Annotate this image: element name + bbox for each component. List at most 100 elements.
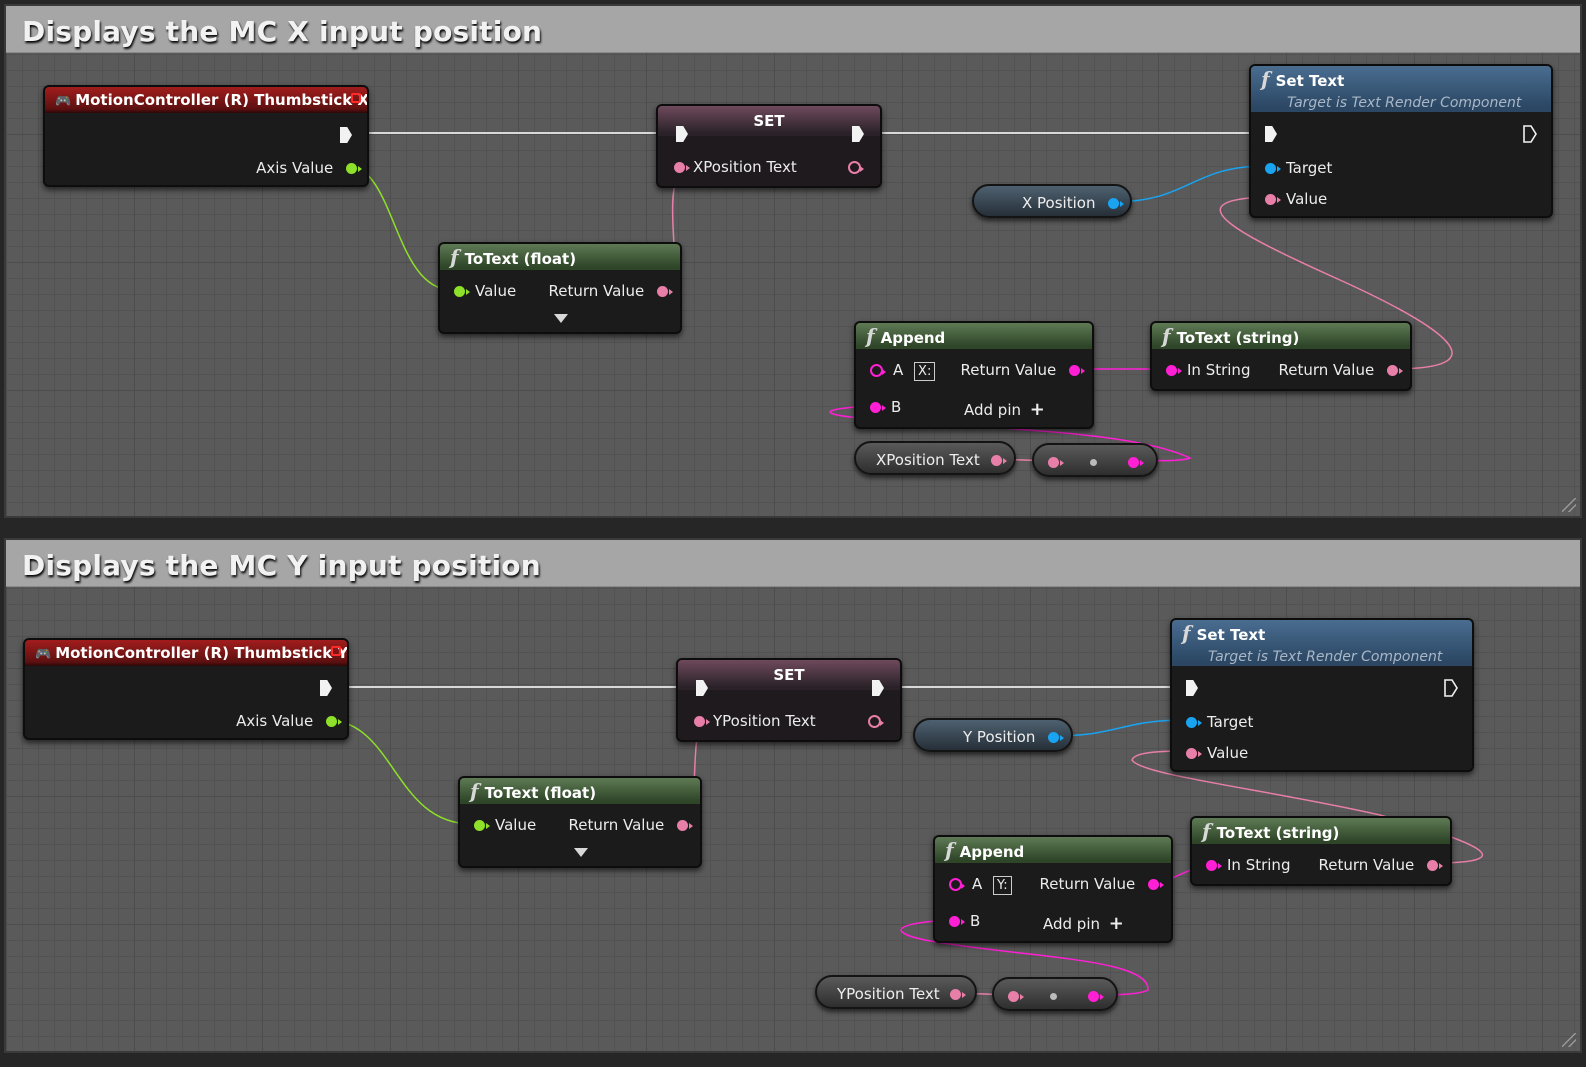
float-pin-icon — [346, 163, 362, 174]
append-a-literal-input[interactable]: X: — [914, 362, 936, 381]
text-pin-icon[interactable] — [990, 455, 1007, 466]
totext-string-return-pin[interactable]: Return Value — [1318, 856, 1443, 874]
totext-string-return-pin[interactable]: Return Value — [1278, 361, 1403, 379]
axis-value-pin[interactable]: Axis Value — [236, 712, 342, 730]
totext-string-in-pin[interactable]: In String — [1166, 361, 1250, 379]
totext-string-title: ToText (string) — [1216, 824, 1340, 842]
set-node-y[interactable]: SET YPosition Text — [676, 658, 902, 742]
add-pin-button[interactable]: Add pin + — [1043, 915, 1124, 934]
string-pin-icon[interactable] — [1127, 457, 1144, 468]
append-b-pin[interactable]: B — [949, 912, 980, 930]
set-var-output-pin[interactable] — [848, 158, 864, 176]
expand-chevron-icon[interactable] — [574, 848, 588, 857]
comment-resize-handle-x[interactable] — [1562, 498, 1576, 512]
reroute-node-x[interactable] — [1032, 443, 1158, 477]
set-text-value-pin[interactable]: Value — [1186, 744, 1248, 762]
event-node-header[interactable]: 🎮MotionController (R) Thumbstick Y — [25, 640, 347, 666]
set-node-header: SET — [658, 106, 880, 136]
yposition-text-variable[interactable]: YPosition Text — [815, 975, 977, 1009]
object-pin-icon[interactable] — [1108, 198, 1125, 209]
xposition-text-variable[interactable]: XPosition Text — [854, 441, 1016, 475]
append-b-pin[interactable]: B — [870, 398, 901, 416]
set-var-label: XPosition Text — [693, 158, 797, 176]
comment-resize-handle-y[interactable] — [1562, 1033, 1576, 1047]
append-a-pin[interactable]: A Y: — [949, 875, 1012, 895]
object-wire[interactable] — [1111, 165, 1267, 203]
totext-float-return-label: Return Value — [568, 816, 665, 834]
set-var-input-pin[interactable]: YPosition Text — [694, 712, 816, 730]
set-var-input-pin[interactable]: XPosition Text — [674, 158, 797, 176]
event-node-title: MotionController (R) Thumbstick X — [75, 91, 367, 109]
text-wire[interactable] — [1219, 196, 1453, 370]
object-pin-icon[interactable] — [1048, 732, 1065, 743]
totext-string-in-pin[interactable]: In String — [1206, 856, 1290, 874]
totext-float-value-pin[interactable]: Value — [454, 282, 516, 300]
y-position-variable[interactable]: Y Position — [913, 718, 1073, 752]
string-wire[interactable] — [900, 919, 1149, 996]
totext-string-return-label: Return Value — [1278, 361, 1375, 379]
object-pin-icon — [1186, 717, 1202, 728]
string-pin-icon — [1206, 860, 1222, 871]
set-text-value-pin[interactable]: Value — [1265, 190, 1327, 208]
event-node-header[interactable]: 🎮MotionController (R) Thumbstick X — [45, 87, 367, 113]
axis-value-pin[interactable]: Axis Value — [256, 159, 362, 177]
reroute-center-dot — [1089, 459, 1097, 466]
x-position-variable[interactable]: X Position — [972, 184, 1132, 218]
function-icon: f — [450, 245, 459, 269]
add-pin-button[interactable]: Add pin + — [964, 401, 1045, 420]
float-pin-icon — [474, 820, 490, 831]
set-var-output-pin[interactable] — [868, 712, 884, 730]
expand-chevron-icon[interactable] — [554, 314, 568, 323]
set-node-x[interactable]: SET XPosition Text — [656, 104, 882, 188]
string-pin-hollow-icon — [870, 364, 886, 377]
append-a-literal-input[interactable]: Y: — [993, 876, 1012, 895]
text-wire[interactable] — [1131, 750, 1484, 864]
function-icon: f — [945, 838, 954, 862]
comment-title-y: Displays the MC Y input position — [22, 549, 541, 582]
append-a-pin[interactable]: A X: — [870, 361, 936, 381]
set-text-target-pin[interactable]: Target — [1265, 159, 1332, 177]
string-pin-icon — [1148, 879, 1164, 890]
text-pin-hollow-icon — [868, 715, 884, 728]
append-a-label: A — [972, 875, 983, 893]
comment-header-y[interactable] — [6, 540, 1580, 587]
string-pin-icon[interactable] — [1087, 991, 1104, 1002]
totext-float-return-label: Return Value — [548, 282, 645, 300]
function-icon: f — [1182, 621, 1191, 645]
set-var-label: YPosition Text — [713, 712, 816, 730]
event-node-thumbstick-x[interactable]: 🎮MotionController (R) Thumbstick X Axis … — [43, 85, 369, 187]
totext-float-return-pin[interactable]: Return Value — [568, 816, 693, 834]
totext-float-return-pin[interactable]: Return Value — [548, 282, 673, 300]
text-pin-icon — [674, 162, 690, 173]
float-wire[interactable] — [329, 719, 473, 825]
reroute-node-y[interactable] — [992, 977, 1118, 1011]
string-pin-icon — [949, 916, 965, 927]
function-icon: f — [1162, 324, 1171, 348]
comment-header-x[interactable] — [6, 6, 1580, 53]
append-return-pin[interactable]: Return Value — [960, 361, 1085, 379]
set-text-target-pin[interactable]: Target — [1186, 713, 1253, 731]
event-node-thumbstick-y[interactable]: 🎮MotionController (R) Thumbstick Y Axis … — [23, 638, 349, 740]
text-pin-icon[interactable] — [1048, 457, 1064, 468]
text-pin-icon[interactable] — [950, 989, 967, 1000]
append-return-pin[interactable]: Return Value — [1039, 875, 1164, 893]
text-pin-icon[interactable] — [1008, 991, 1024, 1002]
totext-float-value-pin[interactable]: Value — [474, 816, 536, 834]
wires-y — [329, 686, 1484, 996]
